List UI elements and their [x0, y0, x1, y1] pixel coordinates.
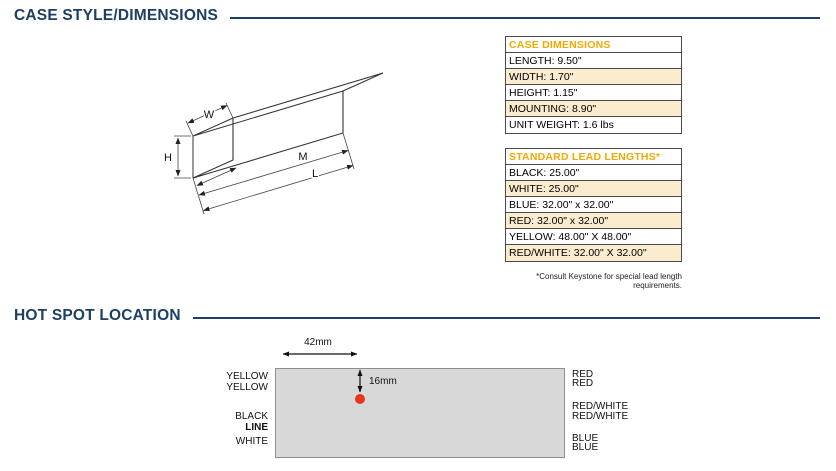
table-row-red: RED: 32.00" x 32.00" — [506, 213, 681, 229]
lead-label-red-white-2: RED/WHITE — [572, 411, 629, 422]
lead-label-yellow-1: YELLOW — [226, 371, 268, 382]
table-row-red-white: RED/WHITE: 32.00" X 32.00" — [506, 245, 681, 261]
hotspot-case-outline — [275, 368, 565, 458]
mounting-dim-label: M — [298, 151, 307, 163]
dimension-labels: W H M L — [163, 108, 320, 182]
lead-label-red-1: RED — [572, 369, 594, 380]
length-dim-arrow — [203, 164, 354, 212]
width-dim-arrow — [187, 105, 228, 124]
case-outline — [192, 72, 384, 179]
height-extension-lines — [174, 135, 191, 179]
lead-label-blue-2: BLUE — [572, 442, 599, 453]
hotspot-width-dim-label: 42mm — [304, 337, 332, 348]
hotspot-diagram-overlay: 16mm — [355, 369, 397, 404]
section-title-hot-spot: HOT SPOT LOCATION — [14, 307, 181, 324]
lead-label-red-2: RED — [572, 378, 594, 389]
mounting-dim-arrow — [198, 149, 349, 196]
table-row-width: WIDTH: 1.70" — [506, 69, 681, 85]
table-row-unit-weight: UNIT WEIGHT: 1.6 lbs — [509, 119, 614, 131]
cap-bottom-dim-arrow — [196, 167, 237, 186]
lead-label-black: BLACK — [235, 411, 268, 422]
case-dimensions-title: CASE DIMENSIONS — [506, 37, 681, 53]
lead-lengths-title: STANDARD LEAD LENGTHS* — [506, 149, 681, 165]
lead-label-blue-1: BLUE — [572, 433, 599, 444]
lead-label-red-white-1: RED/WHITE — [572, 401, 629, 412]
lead-label-yellow-2: YELLOW — [226, 382, 268, 393]
width-dim-label: W — [204, 109, 215, 121]
case-isometric-drawing: W H M L — [163, 72, 384, 215]
table-row-mounting: MOUNTING: 8.90" — [506, 101, 681, 117]
lead-label-white: WHITE — [235, 436, 268, 447]
section-rule — [230, 16, 820, 19]
lead-length-footnote: *Consult Keystone for special lead lengt… — [536, 272, 682, 290]
section-title-case-style: CASE STYLE/DIMENSIONS — [14, 7, 219, 24]
table-row-length: LENGTH: 9.50" — [506, 53, 681, 69]
table-row-white: WHITE: 25.00" — [506, 181, 681, 197]
table-row-blue: BLUE: 32.00" x 32.00" — [506, 197, 681, 213]
height-dim-label: H — [164, 152, 172, 164]
table-row-yellow: YELLOW: 48.00" X 48.00" — [506, 229, 681, 245]
dimension-lines — [174, 102, 355, 215]
hot-spot-dot — [355, 394, 365, 404]
section-header-case-style: CASE STYLE/DIMENSIONS — [14, 7, 820, 25]
length-extension-lines — [192, 132, 355, 215]
section-header-hot-spot: HOT SPOT LOCATION — [14, 307, 820, 325]
hotspot-height-dim-label: 16mm — [369, 376, 397, 387]
table-row-height: HEIGHT: 1.15" — [506, 85, 681, 101]
length-dim-label: L — [312, 168, 318, 180]
case-dimensions-table: CASE DIMENSIONS LENGTH: 9.50" WIDTH: 1.7… — [505, 36, 682, 134]
section-rule — [192, 316, 820, 319]
lead-label-line: LINE — [245, 422, 268, 433]
table-row-black: BLACK: 25.00" — [506, 165, 681, 181]
lead-lengths-table: STANDARD LEAD LENGTHS* BLACK: 25.00" WHI… — [505, 148, 682, 262]
hotspot-width-dimension: 42mm — [282, 337, 358, 357]
